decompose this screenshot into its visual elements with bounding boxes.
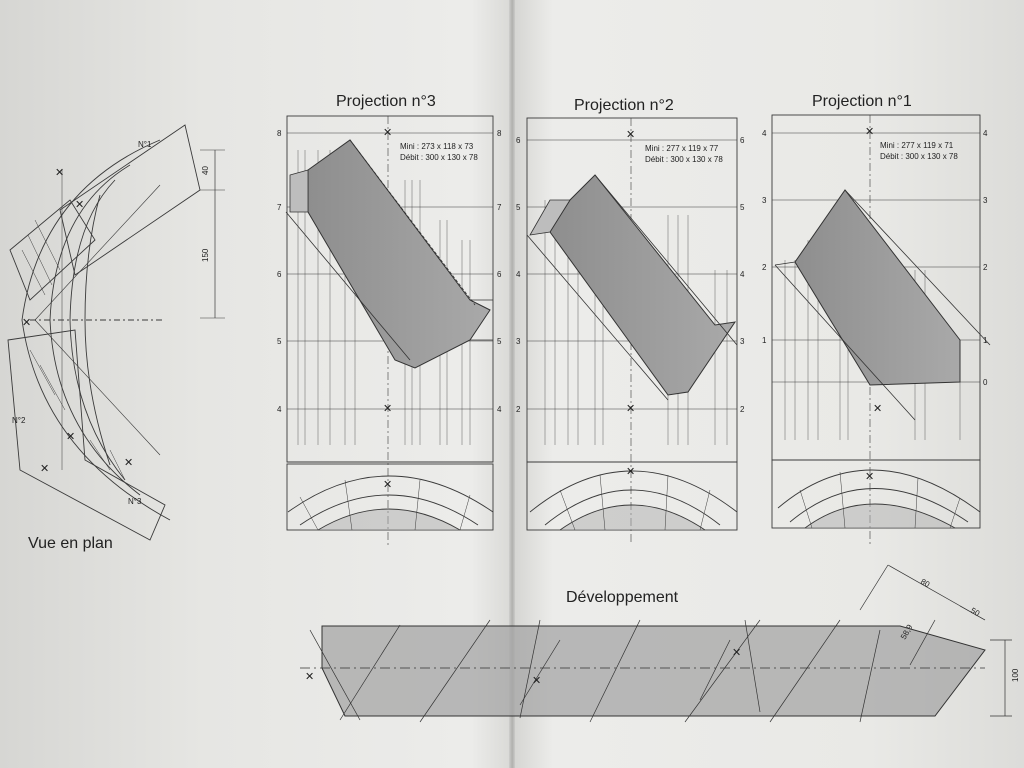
p2-level-2-right: 2 <box>740 405 745 414</box>
projection-1-level-labels: 4 3 2 1 4 3 2 1 0 ✕ ✕ ✕ <box>762 126 988 483</box>
p1-debit: Débit : 300 x 130 x 78 <box>880 152 958 161</box>
projection-3-level-labels: 8 7 6 5 4 8 7 6 5 4 ✕ ✕ ✕ <box>277 127 502 491</box>
projection-2-title: Projection n°2 <box>574 97 674 114</box>
plan-label-n2: N°2 <box>12 416 26 425</box>
p3-notes: Mini : 273 x 118 x 73 Débit : 300 x 130 … <box>400 141 478 163</box>
p2-level-2: 2 <box>516 405 521 414</box>
development-title: Développement <box>566 589 679 606</box>
p1-level-3-right: 3 <box>983 196 988 205</box>
p2-notes: Mini : 277 x 119 x 77 Débit : 300 x 130 … <box>645 143 723 165</box>
projection-1-prism <box>774 189 991 421</box>
dim-100: 100 <box>1011 668 1020 682</box>
p2-level-6: 6 <box>516 136 521 145</box>
svg-text:✕: ✕ <box>383 127 392 139</box>
p3-level-6: 6 <box>277 270 282 279</box>
p3-level-4: 4 <box>277 405 282 414</box>
svg-text:✕: ✕ <box>873 403 882 415</box>
p1-level-4: 4 <box>762 129 767 138</box>
svg-text:✕: ✕ <box>383 403 392 415</box>
projection-3-title: Projection n°3 <box>336 93 436 110</box>
svg-text:✕: ✕ <box>55 167 64 179</box>
p1-level-1-right: 1 <box>983 336 988 345</box>
p3-level-8: 8 <box>277 129 282 138</box>
page-crease <box>509 0 515 768</box>
development-strip: ✕ ✕ ✕ <box>300 564 1012 723</box>
plan-view-title: Vue en plan <box>28 535 113 552</box>
p1-level-3: 3 <box>762 196 767 205</box>
p1-level-0-right: 0 <box>983 378 988 387</box>
svg-text:✕: ✕ <box>66 431 75 443</box>
svg-text:✕: ✕ <box>124 457 133 469</box>
p1-notes: Mini : 277 x 119 x 71 Débit : 300 x 130 … <box>880 140 958 162</box>
svg-text:✕: ✕ <box>865 471 874 483</box>
p2-level-3: 3 <box>516 337 521 346</box>
svg-text:✕: ✕ <box>22 317 31 329</box>
p3-level-5-right: 5 <box>497 337 502 346</box>
p3-level-8-right: 8 <box>497 129 502 138</box>
svg-text:✕: ✕ <box>383 479 392 491</box>
dim-150: 150 <box>201 248 210 262</box>
dim-40: 40 <box>201 166 210 175</box>
dim-80: 80 <box>919 577 932 590</box>
p1-level-4-right: 4 <box>983 129 988 138</box>
p3-level-5: 5 <box>277 337 282 346</box>
p1-mini: Mini : 277 x 119 x 71 <box>880 141 954 150</box>
svg-text:✕: ✕ <box>305 671 314 683</box>
p3-level-6-right: 6 <box>497 270 502 279</box>
svg-text:✕: ✕ <box>75 199 84 211</box>
p2-level-5: 5 <box>516 203 521 212</box>
plan-label-n3: N°3 <box>128 497 142 506</box>
svg-text:✕: ✕ <box>865 126 874 138</box>
p1-level-2: 2 <box>762 263 767 272</box>
p2-debit: Débit : 300 x 130 x 78 <box>645 155 723 164</box>
p2-level-4-right: 4 <box>740 270 745 279</box>
p3-level-7: 7 <box>277 203 282 212</box>
plan-label-n1: N°1 <box>138 140 152 149</box>
plan-view-labels: N°1 N°2 N°3 40 150 <box>12 140 210 506</box>
p2-level-6-right: 6 <box>740 136 745 145</box>
projection-2-prism <box>526 174 738 401</box>
plan-view: ✕ ✕ ✕ ✕ ✕ ✕ <box>7 124 225 541</box>
svg-text:✕: ✕ <box>626 466 635 478</box>
svg-text:✕: ✕ <box>40 463 49 475</box>
p1-level-2-right: 2 <box>983 263 988 272</box>
p3-debit: Débit : 300 x 130 x 78 <box>400 153 478 162</box>
svg-text:✕: ✕ <box>532 675 541 687</box>
projection-3-prism <box>285 139 493 369</box>
p3-level-4-right: 4 <box>497 405 502 414</box>
svg-text:✕: ✕ <box>732 647 741 659</box>
projection-3-arc <box>287 475 494 531</box>
svg-text:✕: ✕ <box>626 129 635 141</box>
p3-level-7-right: 7 <box>497 203 502 212</box>
projection-1-title: Projection n°1 <box>812 93 912 110</box>
p2-level-5-right: 5 <box>740 203 745 212</box>
p1-level-1: 1 <box>762 336 767 345</box>
p2-mini: Mini : 277 x 119 x 77 <box>645 144 719 153</box>
projection-1-arc <box>777 469 981 529</box>
p2-level-4: 4 <box>516 270 521 279</box>
projection-2-arc <box>529 470 738 531</box>
projection-2-level-labels: 6 5 4 3 2 6 5 4 3 2 ✕ ✕ ✕ <box>516 129 745 478</box>
svg-text:✕: ✕ <box>626 403 635 415</box>
dim-50: 50 <box>969 606 982 619</box>
p2-level-3-right: 3 <box>740 337 745 346</box>
p3-mini: Mini : 273 x 118 x 73 <box>400 142 474 151</box>
